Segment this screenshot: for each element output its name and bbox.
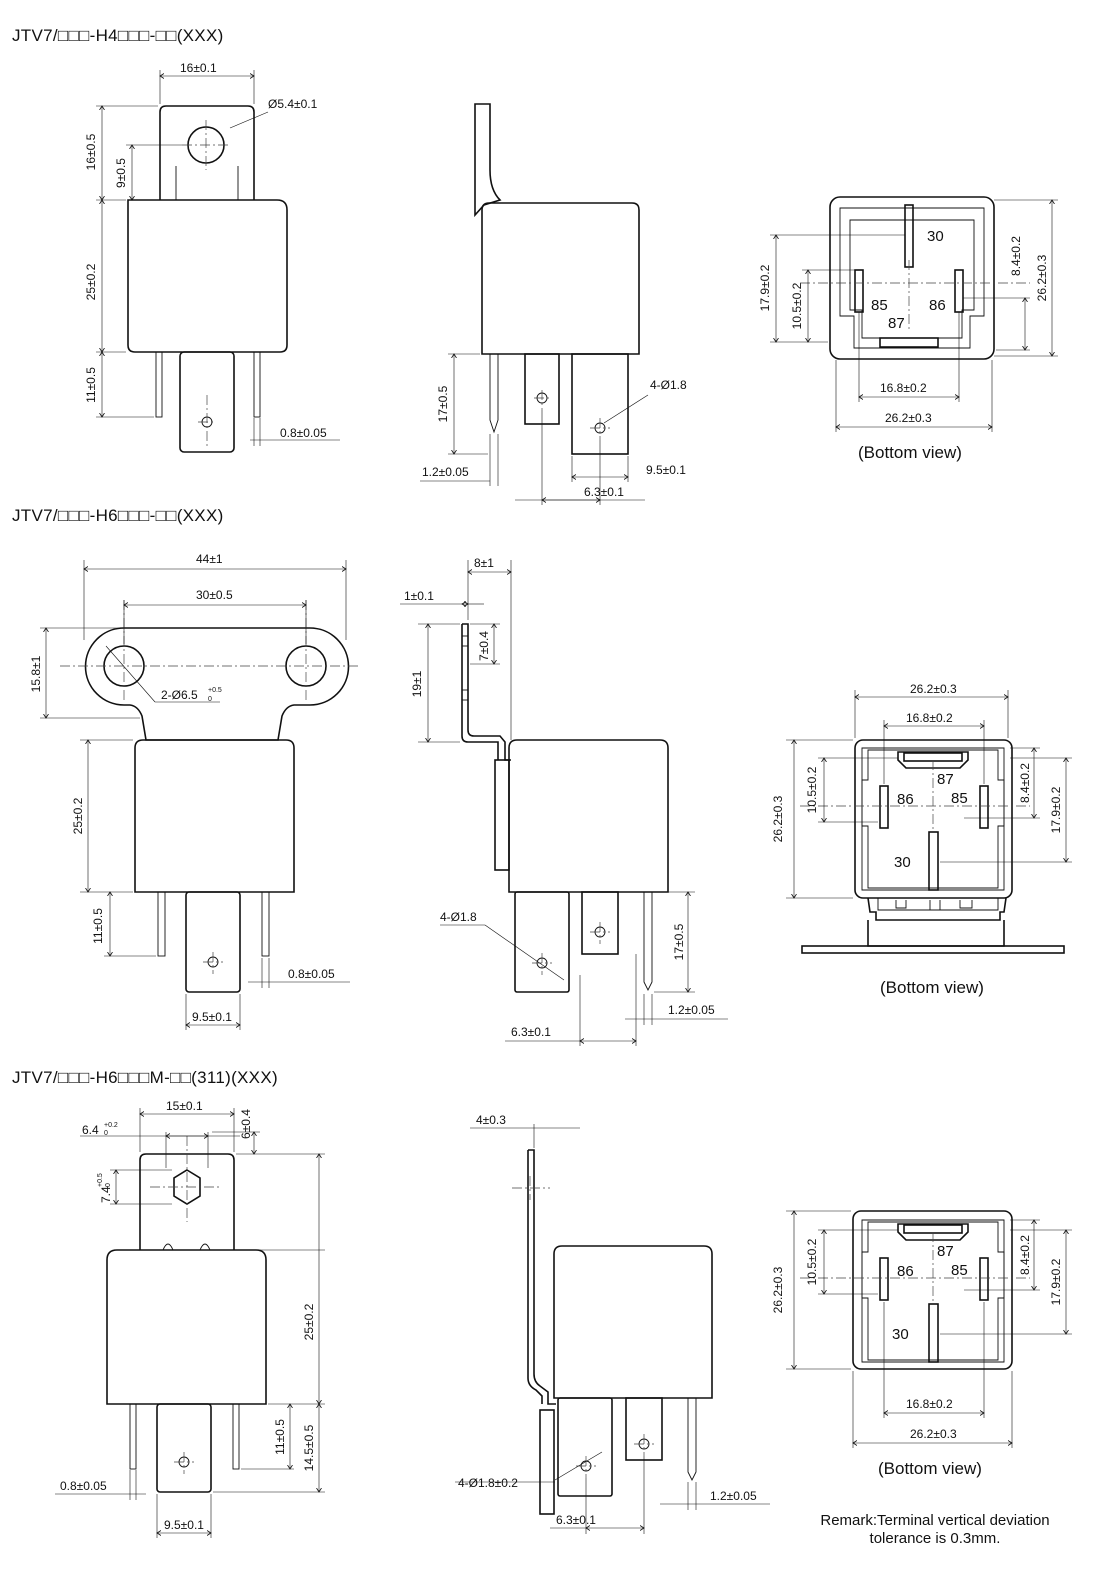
s2-front-flange-width: 44±1 (196, 552, 223, 566)
section-2-front-view: 44±1 30±0.5 15.8±1 2-Ø6.5 +0.5 0 25±0.2 … (29, 552, 360, 1030)
s1-bv-h1: 17.9±0.2 (758, 264, 772, 311)
s2-side-pin-thick: 1.2±0.05 (668, 1003, 715, 1017)
s2-side-hole: 4-Ø1.8 (440, 910, 477, 924)
s1-front-body-height: 25±0.2 (84, 263, 98, 300)
s2-front-body-height: 25±0.2 (71, 797, 85, 834)
s3-bottom-caption: (Bottom view) (878, 1459, 982, 1478)
s3-front-tab-h: 6±0.4 (239, 1109, 253, 1139)
s3-side-pitch: 6.3±0.1 (556, 1513, 596, 1527)
s1-pin-30: 30 (927, 228, 944, 245)
s3-front-pin-thick: 0.8±0.05 (60, 1479, 107, 1493)
s2-front-pin-length: 11±0.5 (91, 908, 105, 944)
s2-pin-86: 86 (897, 791, 914, 808)
s1-pin-87: 87 (888, 315, 905, 332)
s1-bv-h4: 26.2±0.3 (1035, 254, 1049, 301)
s3-bv-h1: 26.2±0.3 (771, 1266, 785, 1313)
s3-front-hex: 6.4 (82, 1123, 99, 1137)
s3-front-hex-tol2: 0 (104, 1130, 108, 1137)
s2-side-pitch: 6.3±0.1 (511, 1025, 551, 1039)
s1-bottom-caption: (Bottom view) (858, 443, 962, 462)
s1-side-width: 9.5±0.1 (646, 463, 686, 477)
s1-front-pin-length: 11±0.5 (84, 367, 98, 403)
s1-bv-w1: 16.8±0.2 (880, 381, 927, 395)
s1-side-thick: 1.2±0.05 (422, 465, 469, 479)
s2-front-holes-tol2: 0 (208, 696, 212, 703)
s1-front-tab-width: 16±0.1 (180, 61, 217, 75)
section-1-title: JTV7/□□□-H4□□□-□□(XXX) (12, 26, 224, 45)
section-3-front-view: 15±0.1 6.4 +0.2 0 6±0.4 7.4 +0.5 0 25±0.… (55, 1099, 325, 1538)
s1-bv-h3: 8.4±0.2 (1009, 236, 1023, 276)
s1-front-hole: Ø5.4±0.1 (268, 97, 318, 111)
s1-bv-h2: 10.5±0.2 (790, 282, 804, 329)
s2-pin-30: 30 (894, 854, 911, 871)
s2-pin-85: 85 (951, 790, 968, 807)
s2-bv-w1: 16.8±0.2 (906, 711, 953, 725)
s2-front-holes: 2-Ø6.5 (161, 688, 198, 702)
section-3-title: JTV7/□□□-H6□□□M-□□(311)(XXX) (12, 1068, 278, 1087)
s3-front-pin-length: 11±0.5 (273, 1419, 287, 1455)
s3-pin-87: 87 (937, 1243, 954, 1260)
s3-front-hex-tol: +0.2 (104, 1122, 118, 1129)
section-1-bottom-view: 30 85 86 87 17.9±0.2 10.5±0.2 8.4±0.2 26… (758, 196, 1058, 462)
s1-front-tab-height: 16±0.5 (84, 133, 98, 170)
s1-front-pin-thick: 0.8±0.05 (280, 426, 327, 440)
s2-front-hole-pitch: 30±0.5 (196, 588, 233, 602)
section-2-side-view: 8±1 1±0.1 7±0.4 19±1 4-Ø1.8 17±0.5 1.2±0… (400, 556, 728, 1046)
s3-front-tab-width: 15±0.1 (166, 1099, 203, 1113)
s3-bv-h4: 17.9±0.2 (1049, 1258, 1063, 1305)
s3-bv-w1: 16.8±0.2 (906, 1397, 953, 1411)
section-1-front-view: 16±0.1 Ø5.4±0.1 16±0.5 9±0.5 25±0.2 11±0… (84, 61, 340, 453)
s2-front-pin-thick: 0.8±0.05 (288, 967, 335, 981)
remark-line-2: tolerance is 0.3mm. (869, 1530, 1001, 1547)
s1-pin-85: 85 (871, 297, 888, 314)
s2-front-flange-height: 15.8±1 (29, 655, 43, 692)
s2-bv-h4: 17.9±0.2 (1049, 786, 1063, 833)
section-3-side-view: 4±0.3 4-Ø1.8±0.2 1.2±0.05 6.3±0.1 (455, 1113, 770, 1534)
s2-bv-w2: 26.2±0.3 (910, 682, 957, 696)
s3-pin-86: 86 (897, 1263, 914, 1280)
s3-bv-h3: 8.4±0.2 (1018, 1235, 1032, 1275)
s2-front-holes-tol: +0.5 (208, 687, 222, 694)
s1-side-pin-length: 17±0.5 (436, 385, 450, 422)
remark-line-1: Remark:Terminal vertical deviation (820, 1512, 1050, 1529)
s2-pin-87: 87 (937, 771, 954, 788)
s2-side-offset: 8±1 (474, 556, 494, 570)
section-3-bottom-view: 87 86 85 30 10.5±0.2 8.4±0.2 17.9±0.2 26… (771, 1210, 1072, 1478)
s3-front-body-height: 25±0.2 (302, 1303, 316, 1340)
s1-front-hole-pos: 9±0.5 (114, 158, 128, 188)
s2-side-thick: 1±0.1 (404, 589, 434, 603)
s3-front-nut-tol: +0.5 (97, 1173, 104, 1187)
s2-bv-h2: 10.5±0.2 (805, 766, 819, 813)
section-2-bottom-view: 87 86 85 30 26.2±0.3 16.8±0.2 10.5±0.2 8… (771, 682, 1072, 997)
s2-bv-h1: 26.2±0.3 (771, 795, 785, 842)
s1-pin-86: 86 (929, 297, 946, 314)
s2-front-width: 9.5±0.1 (192, 1010, 232, 1024)
s2-side-pin-length: 17±0.5 (672, 923, 686, 960)
s1-side-hole: 4-Ø1.8 (650, 378, 687, 392)
s2-bv-h3: 8.4±0.2 (1018, 763, 1032, 803)
s3-side-hole: 4-Ø1.8±0.2 (458, 1476, 518, 1490)
s3-front-nut-tol2: 0 (105, 1183, 112, 1187)
section-1-side-view: 17±0.5 4-Ø1.8 1.2±0.05 9.5±0.1 6.3±0.1 (420, 103, 687, 505)
s2-side-height: 19±1 (410, 670, 424, 697)
s2-bottom-caption: (Bottom view) (880, 978, 984, 997)
s3-front-width: 9.5±0.1 (164, 1518, 204, 1532)
s3-pin-30: 30 (892, 1326, 909, 1343)
s3-bv-h2: 10.5±0.2 (805, 1238, 819, 1285)
section-2-title: JTV7/□□□-H6□□□-□□(XXX) (12, 506, 224, 525)
s2-side-slot: 7±0.4 (477, 631, 491, 661)
s3-front-total: 14.5±0.5 (302, 1424, 316, 1471)
s1-bv-w2: 26.2±0.3 (885, 411, 932, 425)
s3-bv-w2: 26.2±0.3 (910, 1427, 957, 1441)
s3-front-nut: 7.4 (99, 1186, 113, 1203)
s3-side-thick: 4±0.3 (476, 1113, 506, 1127)
s1-side-pitch: 6.3±0.1 (584, 485, 624, 499)
remark: Remark:Terminal vertical deviation toler… (790, 1512, 1080, 1548)
s3-pin-85: 85 (951, 1262, 968, 1279)
s3-side-pin-thick: 1.2±0.05 (710, 1489, 757, 1503)
